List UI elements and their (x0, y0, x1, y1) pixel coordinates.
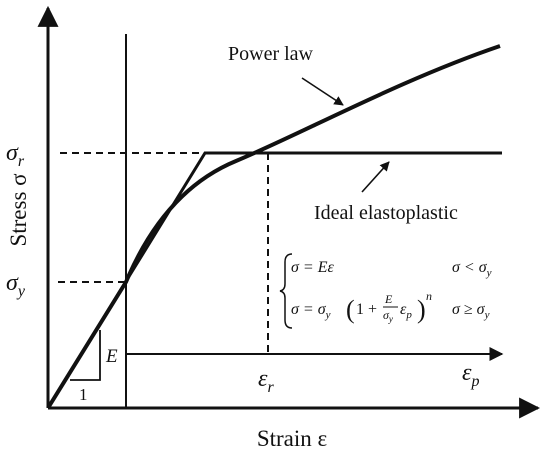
power-law-curve (46, 44, 501, 410)
eq-exponent: n (426, 289, 432, 303)
condition-elastic: σ < σy (452, 259, 492, 279)
eq-frac-den: σy (383, 308, 393, 324)
equation-power-law: σ = σy (291, 301, 331, 321)
modulus-label: E (105, 346, 118, 367)
eps-r-label: εr (258, 366, 274, 396)
equation-brace (279, 253, 293, 329)
equation-elastic: σ = Eε (291, 259, 334, 276)
power-law-pointer (301, 77, 344, 106)
sigma-y-label: σy (6, 270, 26, 300)
eq-one-plus: 1 + (356, 301, 377, 318)
eps-p-label: εp (462, 360, 479, 390)
eq-eps-p: εp (400, 301, 412, 321)
unit-run-label: 1 (79, 385, 88, 404)
constitutive-equations: σ = Eε σ < σy σ = σy ( 1 + E σy εp ) n σ… (279, 253, 492, 329)
sigma-r-label: σr (6, 140, 25, 170)
eq-paren-close: ) (417, 295, 426, 324)
ideal-pointer (361, 161, 390, 193)
condition-plastic: σ ≥ σy (452, 301, 490, 321)
slope-triangle (70, 330, 101, 381)
eq-frac-num: E (384, 292, 393, 306)
x-axis-label: Strain ε (257, 426, 327, 451)
power-law-label: Power law (228, 43, 314, 65)
y-axis-label: Stress σ (6, 173, 31, 247)
eq-paren-open: ( (346, 295, 355, 324)
ideal-elastoplastic-label: Ideal elastoplastic (314, 202, 458, 224)
ideal-elastoplastic-curve (46, 151, 502, 409)
